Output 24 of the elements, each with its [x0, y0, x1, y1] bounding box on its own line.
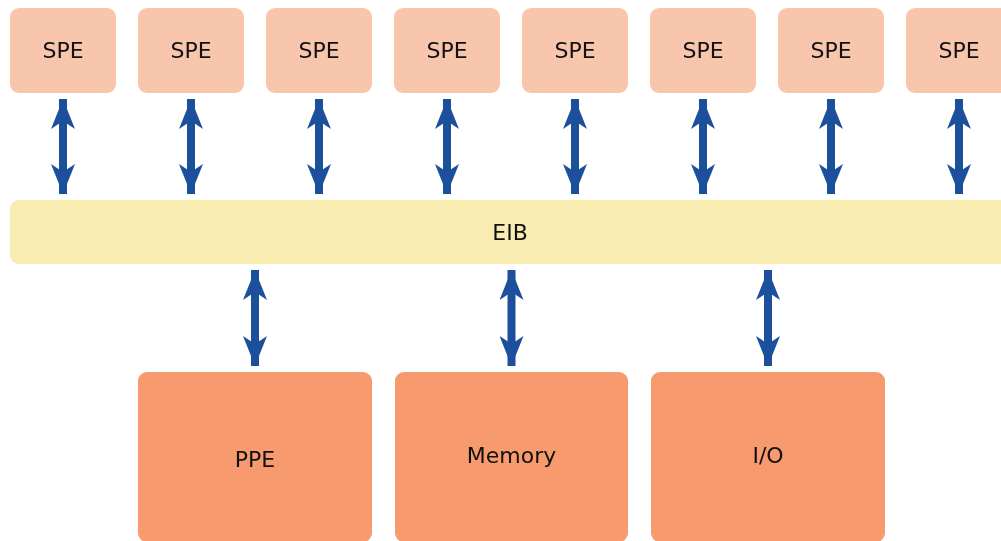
box-label: SPE — [298, 38, 340, 63]
box-label: EIB — [492, 219, 528, 245]
processor-box — [138, 8, 244, 93]
box-label: SPE — [170, 38, 212, 63]
processor-box — [906, 8, 1001, 93]
box-label: SPE — [682, 38, 724, 63]
processor-box — [394, 8, 500, 93]
bus-bar — [10, 200, 1001, 264]
unit-box — [651, 372, 885, 541]
box-label: PPE — [234, 446, 276, 472]
box-label: SPE — [810, 38, 852, 63]
processor-box — [650, 8, 756, 93]
processor-box — [778, 8, 884, 93]
box-label: SPE — [42, 38, 84, 63]
box-label: SPE — [938, 38, 980, 63]
processor-box — [10, 8, 116, 93]
processor-box — [522, 8, 628, 93]
unit-box — [395, 372, 628, 541]
box-label: SPE — [554, 38, 596, 63]
processor-box — [266, 8, 372, 93]
box-label: I/O — [752, 442, 784, 468]
box-label: SPE — [426, 38, 468, 63]
unit-box — [138, 372, 372, 541]
box-label: Memory — [466, 442, 557, 468]
